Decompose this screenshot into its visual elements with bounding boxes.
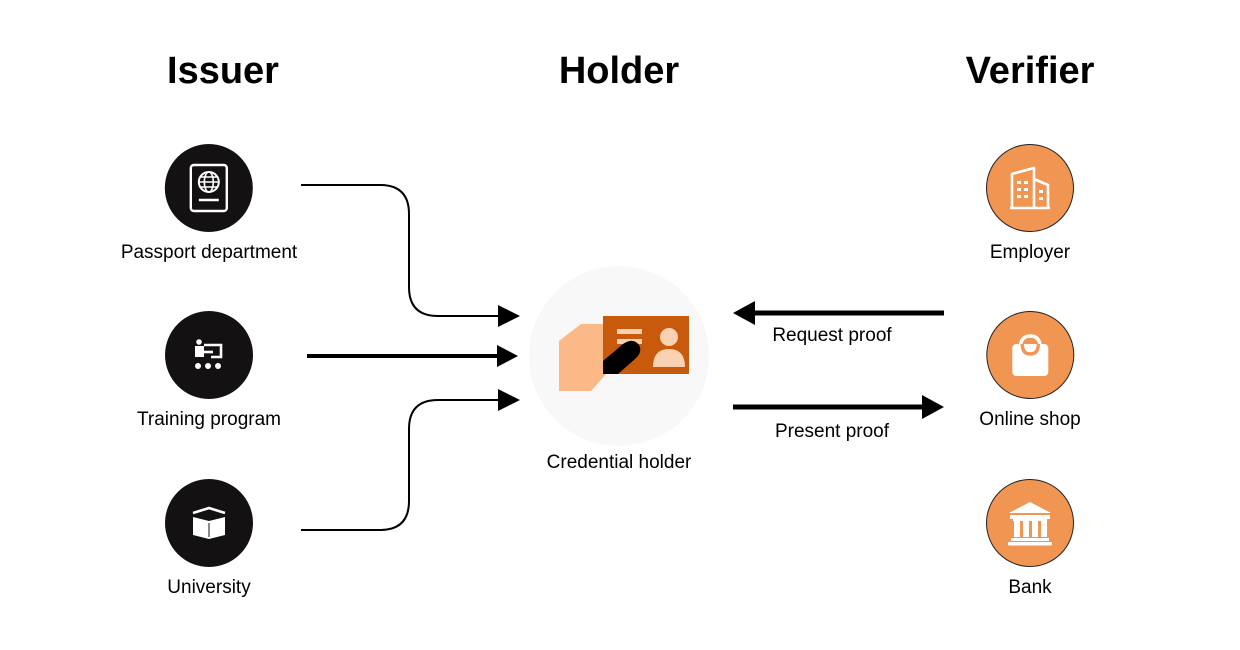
holder-icon-circle (529, 266, 709, 446)
holder-label: Credential holder (546, 452, 692, 473)
credential-card-icon (559, 316, 689, 391)
issuer-label: Passport department (120, 242, 298, 263)
graduation-book-icon (192, 506, 226, 539)
passport-icon (189, 163, 229, 213)
verifier-label: Bank (1008, 577, 1052, 598)
credential-holder[interactable]: Credential holder (529, 266, 709, 474)
issuer-training-program[interactable]: Training program (137, 311, 281, 431)
university-to-holder-connector (301, 399, 500, 531)
passport-icon-circle (165, 144, 253, 232)
university-arrowhead (498, 389, 520, 411)
building-icon (1010, 166, 1050, 210)
employer-icon-circle (986, 144, 1074, 232)
issuer-university[interactable]: University (165, 479, 253, 599)
verifier-online-shop[interactable]: Online shop (979, 311, 1081, 431)
request-proof-arrowhead (733, 301, 755, 325)
request-proof-label: Request proof (772, 325, 892, 346)
verifier-label: Online shop (979, 409, 1081, 430)
passport-to-holder-connector (301, 184, 500, 317)
online-shop-icon-circle (986, 311, 1074, 399)
passport-arrowhead (498, 305, 520, 327)
issuer-label: Training program (137, 409, 281, 430)
holder-column-title: Holder (558, 50, 680, 92)
training-icon (195, 339, 223, 369)
issuer-passport-department[interactable]: Passport department (121, 144, 297, 264)
verifier-employer[interactable]: Employer (986, 144, 1074, 264)
issuer-column-title: Issuer (167, 50, 279, 92)
bank-icon (1008, 502, 1052, 546)
bank-icon-circle (986, 479, 1074, 567)
present-proof-label: Present proof (774, 421, 890, 442)
training-icon-circle (165, 311, 253, 399)
present-proof-arrowhead (922, 395, 944, 419)
verifier-column-title: Verifier (965, 50, 1095, 92)
issuer-label: University (167, 577, 251, 598)
shopping-bag-icon (1012, 334, 1048, 376)
university-icon-circle (165, 479, 253, 567)
verifier-bank[interactable]: Bank (986, 479, 1074, 599)
training-arrowhead (497, 345, 518, 367)
verifier-label: Employer (989, 242, 1071, 263)
